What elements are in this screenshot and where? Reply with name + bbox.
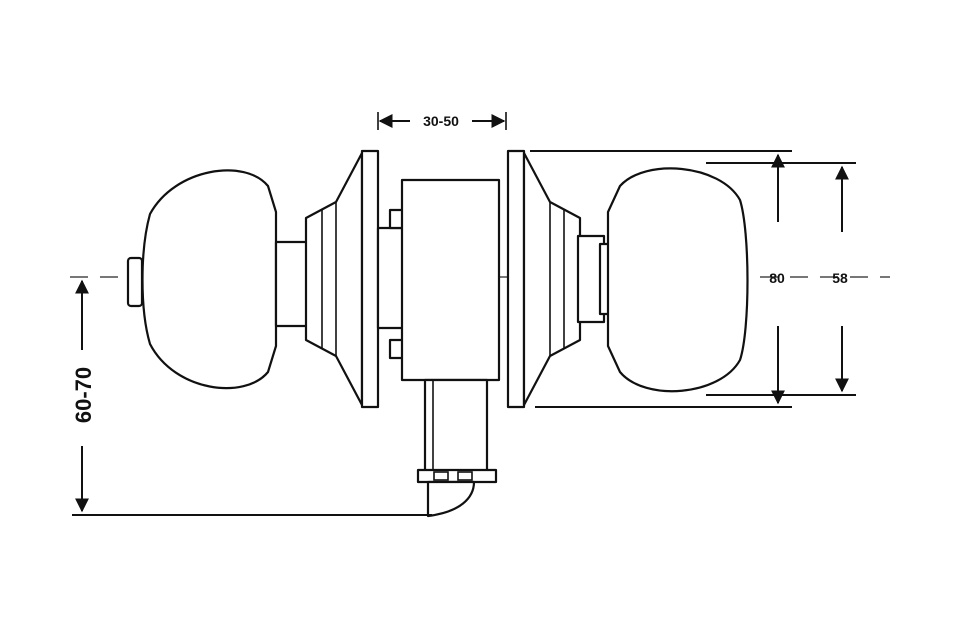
rose-diameter-dimension: 80 — [530, 150, 792, 408]
right-knob-assembly — [506, 149, 749, 409]
right-knob — [606, 167, 749, 393]
left-rose — [304, 151, 364, 407]
door-thickness-dimension: 30-50 — [377, 112, 507, 130]
backset-dimension: 60-70 — [71, 279, 432, 516]
latch-body — [400, 178, 501, 382]
lock-button — [126, 256, 144, 308]
knob-diameter-label: 58 — [832, 270, 848, 286]
door-thickness-label: 30-50 — [423, 113, 459, 129]
left-knob-assembly — [126, 149, 380, 409]
latch-chassis — [376, 178, 501, 518]
latch-tube — [423, 378, 489, 478]
left-rose-plate — [360, 149, 380, 409]
right-rose — [522, 151, 582, 407]
left-shank — [274, 240, 310, 328]
rose-diameter-label: 80 — [769, 270, 785, 286]
left-knob — [141, 169, 278, 390]
latch-bolt — [426, 480, 476, 518]
knob-diameter-dimension: 58 — [706, 162, 856, 396]
backset-label: 60-70 — [71, 367, 96, 423]
right-rose-plate — [506, 149, 526, 409]
